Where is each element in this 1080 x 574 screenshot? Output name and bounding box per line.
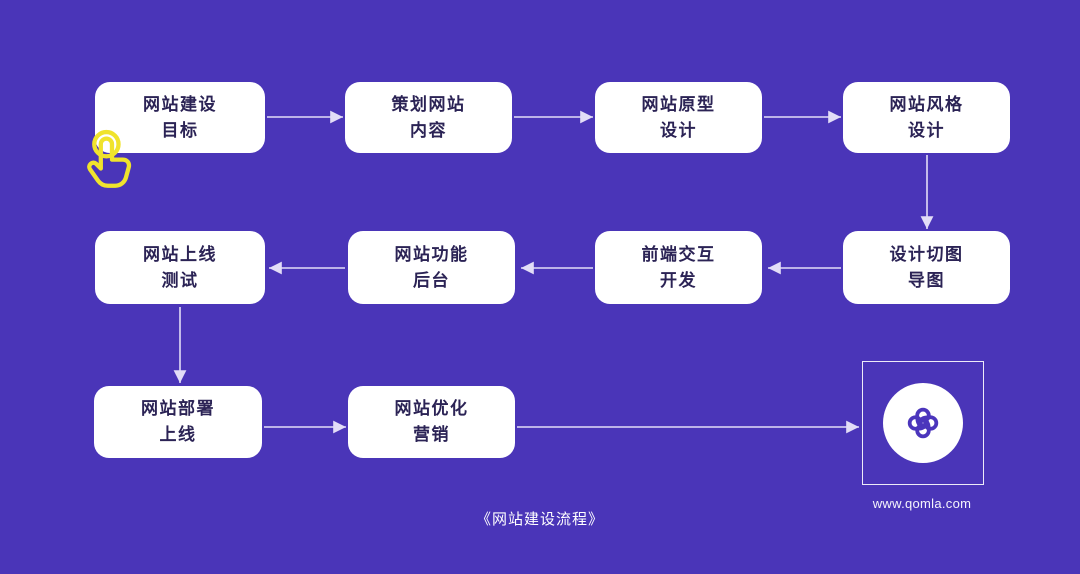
node-seo-marketing: 网站优化 营销 xyxy=(348,386,515,458)
node-style-design: 网站风格 设计 xyxy=(843,82,1010,153)
diagram-caption: 《网站建设流程》 xyxy=(475,511,604,528)
node-label-line: 营销 xyxy=(413,425,450,444)
node-label-line: 上线 xyxy=(159,425,197,444)
tap-hand-icon xyxy=(87,129,132,188)
node-label-line: 内容 xyxy=(410,120,447,140)
node-label-line: 网站功能 xyxy=(394,244,469,264)
node-frontend-dev: 前端交互 开发 xyxy=(595,231,762,304)
node-prototype-design: 网站原型 设计 xyxy=(595,82,762,153)
logo-frame xyxy=(862,361,984,485)
node-label-line: 网站风格 xyxy=(889,94,964,114)
node-label-line: 网站原型 xyxy=(641,94,716,114)
node-label-line: 设计切图 xyxy=(889,244,964,264)
node-online-testing: 网站上线 测试 xyxy=(95,231,265,304)
node-label-line: 测试 xyxy=(161,270,199,290)
node-label-line: 导图 xyxy=(908,270,945,290)
node-label-line: 网站部署 xyxy=(141,399,215,418)
logo-circle xyxy=(883,383,963,463)
node-label-line: 设计 xyxy=(908,120,945,140)
node-label-line: 前端交互 xyxy=(641,244,716,264)
node-label-line: 目标 xyxy=(161,120,199,140)
node-deploy-online: 网站部署 上线 xyxy=(94,386,262,458)
node-label-line: 开发 xyxy=(660,270,697,290)
node-label-line: 网站上线 xyxy=(143,244,217,264)
node-label-line: 设计 xyxy=(660,120,697,140)
node-label-line: 网站建设 xyxy=(143,94,217,114)
qomla-logo-icon xyxy=(907,407,939,439)
node-label-line: 后台 xyxy=(413,270,450,290)
node-label-line: 网站优化 xyxy=(394,399,469,418)
node-label-line: 策划网站 xyxy=(391,94,466,114)
node-website-goal: 网站建设 目标 xyxy=(95,82,265,153)
logo-website-url: www.qomla.com xyxy=(872,496,972,511)
node-design-slicing: 设计切图 导图 xyxy=(843,231,1010,304)
node-content-planning: 策划网站 内容 xyxy=(345,82,512,153)
node-backend-function: 网站功能 后台 xyxy=(348,231,515,304)
